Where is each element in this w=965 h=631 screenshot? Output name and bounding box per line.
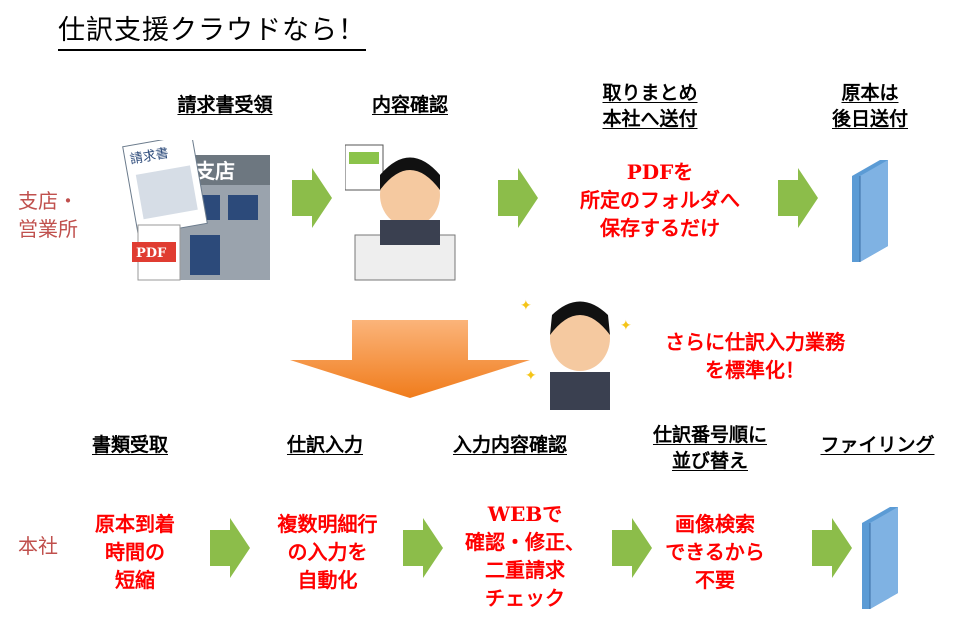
invoice-store-illustration: 支店 請求書 PDF bbox=[122, 140, 270, 281]
svg-text:支店: 支店 bbox=[195, 159, 235, 183]
step-invoice-receipt: 請求書受領 bbox=[177, 94, 273, 116]
step-send-to-hq: 取りまとめ本社へ送付 bbox=[602, 82, 698, 130]
step-sort: 仕訳番号順に並び替え bbox=[652, 424, 767, 472]
branch-label: 支店・営業所 bbox=[18, 189, 78, 241]
diagram-title: 仕訳支援クラウドなら！ bbox=[58, 8, 366, 51]
callout-text: さらに仕訳入力業務を標準化！ bbox=[665, 330, 845, 382]
binder-icon bbox=[852, 160, 888, 262]
arrow-right-icon bbox=[812, 518, 852, 578]
arrow-down-icon bbox=[290, 320, 530, 398]
arrow-right-icon bbox=[210, 518, 250, 578]
svg-text:✦: ✦ bbox=[520, 298, 532, 314]
step-content-check: 内容確認 bbox=[371, 94, 448, 116]
hq-label: 本社 bbox=[18, 534, 58, 558]
hq-note-3: WEBで確認・修正、二重請求チェック bbox=[465, 502, 585, 610]
arrow-right-icon bbox=[498, 168, 538, 228]
step-entry-review: 入力内容確認 bbox=[452, 434, 567, 456]
arrow-right-icon bbox=[403, 518, 443, 578]
svg-text:✦: ✦ bbox=[620, 318, 632, 334]
arrow-right-icon bbox=[778, 168, 818, 228]
step-journal-entry: 仕訳入力 bbox=[286, 434, 363, 456]
hq-note-2: 複数明細行の入力を自動化 bbox=[277, 512, 378, 592]
arrow-right-icon bbox=[612, 518, 652, 578]
worried-worker-illustration bbox=[345, 144, 456, 281]
svg-text:PDF: PDF bbox=[136, 246, 167, 261]
binder-icon bbox=[862, 507, 898, 609]
hq-note-4: 画像検索できるから不要 bbox=[665, 512, 765, 592]
arrow-right-icon bbox=[292, 168, 332, 228]
svg-text:請求書: 請求書 bbox=[129, 146, 170, 168]
step-document-receipt: 書類受取 bbox=[91, 434, 168, 456]
step-original-later: 原本は後日送付 bbox=[831, 82, 908, 130]
step-filing: ファイリング bbox=[820, 434, 935, 456]
branch-note: PDFを所定のフォルダへ保存するだけ bbox=[580, 160, 740, 240]
confident-worker-illustration: ✦ ✦ ✦ bbox=[520, 298, 632, 410]
svg-text:✦: ✦ bbox=[525, 368, 537, 384]
hq-note-1: 原本到着時間の短縮 bbox=[95, 512, 175, 592]
